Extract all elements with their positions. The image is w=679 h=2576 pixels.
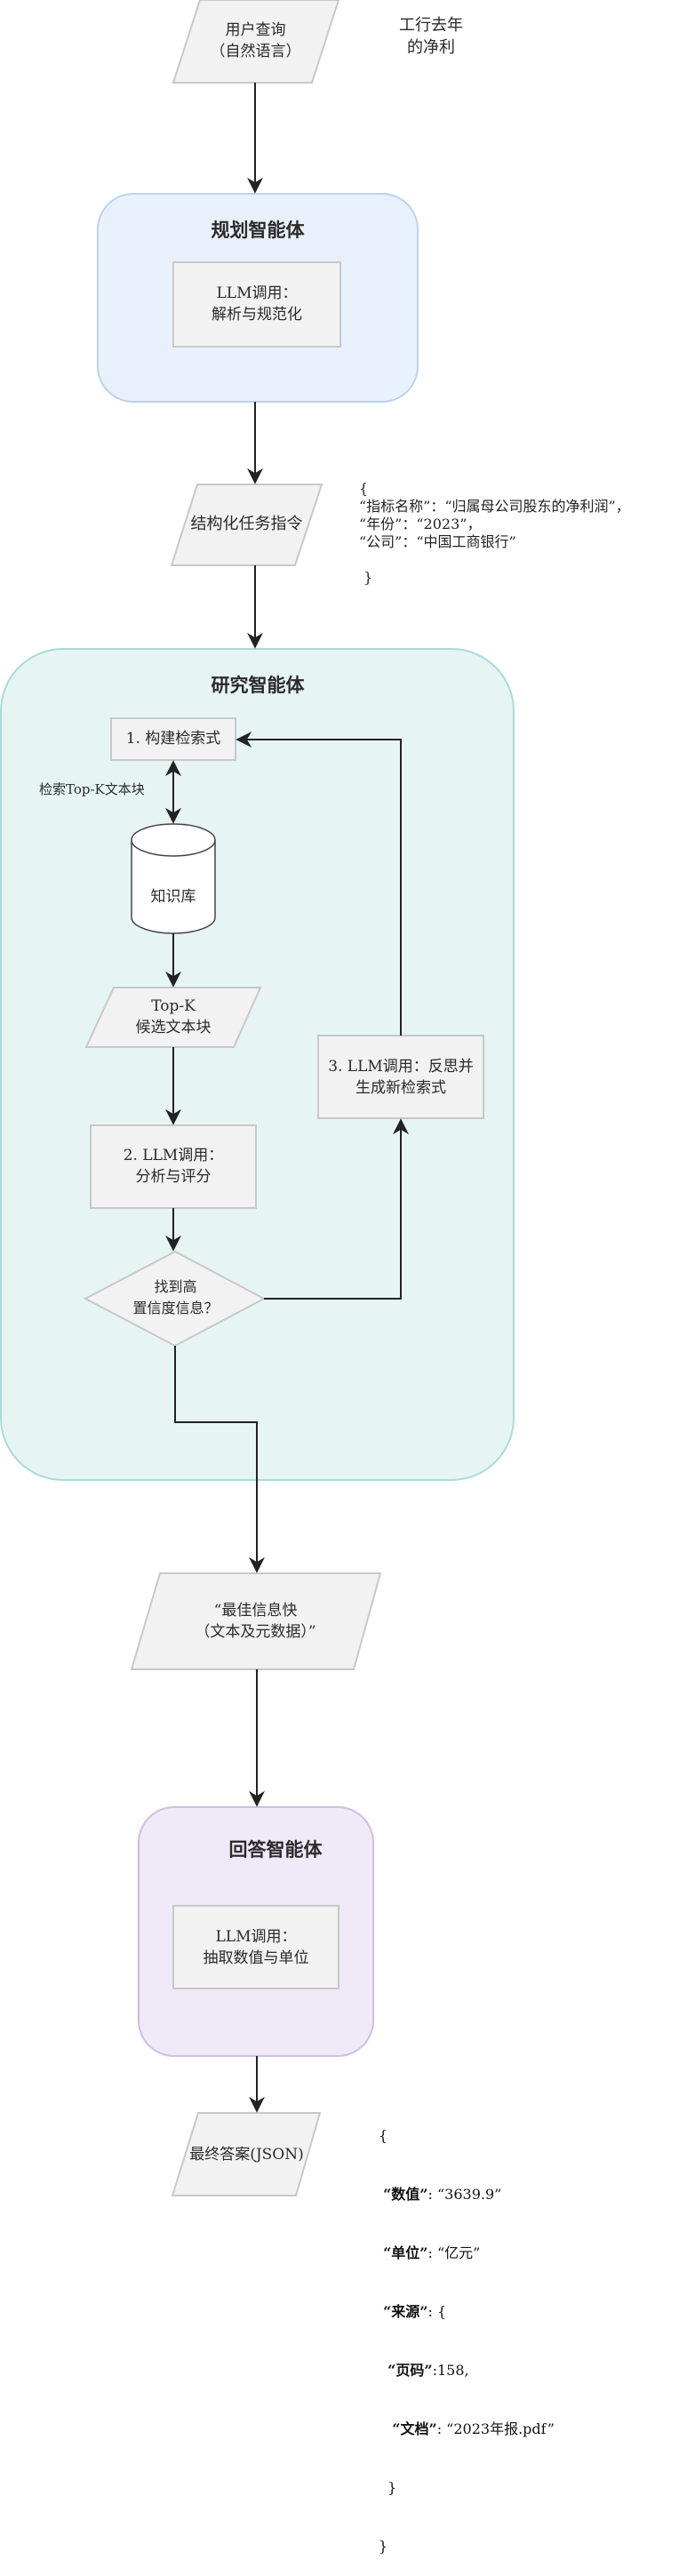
decision-line2: 置信度信息？ xyxy=(132,1300,219,1316)
user-query-label: 用户查询 （自然语言） xyxy=(182,20,329,62)
json-key: “数值” xyxy=(383,2186,428,2203)
json-value: :158, xyxy=(432,2362,469,2379)
structured-instruction-label: 结构化任务指令 xyxy=(190,515,303,533)
best-info-line2: （文本及元数据）” xyxy=(195,1623,316,1641)
example-query-note: 工行去年 的净利 xyxy=(382,14,480,59)
answer-step-line1: LLM调用： xyxy=(215,1928,297,1946)
answer-step-line2: 抽取数值与单位 xyxy=(203,1949,309,1967)
planning-step-line2: 解析与规范化 xyxy=(212,306,302,324)
instruction-json-line: } xyxy=(359,569,373,586)
planning-llm-step-node xyxy=(172,261,341,348)
example-query-line2: 的净利 xyxy=(407,38,455,57)
topk-line2: 候选文本块 xyxy=(135,1019,212,1036)
json-value: : “亿元” xyxy=(427,2244,481,2261)
arrow-step3-to-step1 xyxy=(236,732,402,1036)
arrow-decision-yes-out xyxy=(174,1346,265,1573)
instruction-json-line: “指标名称”：“归属母公司股东的净利润”， xyxy=(359,498,630,515)
instruction-json-line: { xyxy=(359,480,369,497)
best-info-line1: “最佳信息快 xyxy=(213,1602,298,1620)
json-value-line: “数值”: “3639.9” xyxy=(379,2185,555,2204)
step2-line1: 2. LLM调用： xyxy=(123,1147,224,1164)
planning-step-line1: LLM调用： xyxy=(216,284,298,302)
planning-agent-title: 规划智能体 xyxy=(211,220,305,241)
answer-agent-title: 回答智能体 xyxy=(228,1839,323,1860)
step3-line1: 3. LLM调用：反思并 xyxy=(328,1058,474,1076)
json-inner-close-brace: } xyxy=(387,2479,397,2496)
best-info-label: “最佳信息快 （文本及元数据）” xyxy=(142,1600,369,1643)
decision-label: 找到高 置信度信息？ xyxy=(98,1276,253,1319)
final-answer-label: 最终答案(JSON) xyxy=(189,2146,304,2164)
topk-label: Top-K 候选文本块 xyxy=(93,996,253,1038)
json-key: “页码” xyxy=(387,2362,433,2379)
json-source-line: “来源”: { xyxy=(379,2302,555,2322)
json-open-brace: { xyxy=(379,2127,388,2144)
user-query-line2: （自然语言） xyxy=(210,43,301,60)
topk-candidates-node xyxy=(84,987,262,1048)
answer-llm-step-node xyxy=(172,1905,340,1989)
instruction-json-line: “年份”：“2023”， xyxy=(359,516,482,532)
json-value: : “2023年报.pdf” xyxy=(436,2420,555,2437)
step1-build-query-node xyxy=(110,717,236,761)
instruction-json-line xyxy=(359,551,630,569)
planning-step-label: LLM调用： 解析与规范化 xyxy=(173,283,340,325)
retrieve-topk-label: 检索Top-K文本块 xyxy=(39,781,145,797)
step1-label: 1. 构建检索式 xyxy=(125,730,221,748)
decision-line1: 找到高 xyxy=(154,1278,197,1295)
step2-analyze-score-node xyxy=(90,1124,257,1209)
json-close-brace: } xyxy=(379,2538,388,2555)
json-key: “单位” xyxy=(383,2244,428,2261)
step2-label: 2. LLM调用： 分析与评分 xyxy=(91,1145,256,1188)
instruction-json-line: “公司”：“中国工商银行” xyxy=(359,533,516,550)
instruction-example-json: {“指标名称”：“归属母公司股东的净利润”，“年份”：“2023”，“公司”：“… xyxy=(359,480,630,587)
best-info-node xyxy=(130,1572,382,1670)
json-value: : { xyxy=(427,2303,447,2320)
json-inner-close-line: } xyxy=(379,2478,555,2498)
step2-line2: 分析与评分 xyxy=(135,1168,212,1186)
json-doc-line: “文档”: “2023年报.pdf” xyxy=(379,2420,555,2439)
structured-instruction-node xyxy=(170,484,324,566)
knowledge-base-cylinder xyxy=(131,823,216,934)
step3-label: 3. LLM调用：反思并 生成新检索式 xyxy=(313,1056,489,1099)
final-answer-node xyxy=(171,2112,322,2196)
example-query-line1: 工行去年 xyxy=(399,16,463,35)
research-agent-title: 研究智能体 xyxy=(211,675,305,696)
final-answer-example-json: { “数值”: “3639.9” “单位”: “亿元” “来源”: { “页码”… xyxy=(379,2087,555,2576)
json-key: “来源” xyxy=(383,2303,428,2320)
arrow-decision-no-to-step3 xyxy=(264,1118,409,1300)
user-query-line1: 用户查询 xyxy=(225,21,286,39)
json-unit-line: “单位”: “亿元” xyxy=(379,2244,555,2263)
diagram-canvas xyxy=(0,0,515,2196)
json-value: : “3639.9” xyxy=(427,2186,502,2203)
json-key: “文档” xyxy=(392,2420,437,2437)
json-page-line: “页码”:158, xyxy=(379,2361,555,2380)
step3-line2: 生成新检索式 xyxy=(355,1079,446,1097)
knowledge-base-label: 知识库 xyxy=(150,888,196,906)
answer-step-label: LLM调用： 抽取数值与单位 xyxy=(173,1926,339,1969)
user-query-node xyxy=(172,0,340,84)
topk-line1: Top-K xyxy=(151,997,196,1015)
